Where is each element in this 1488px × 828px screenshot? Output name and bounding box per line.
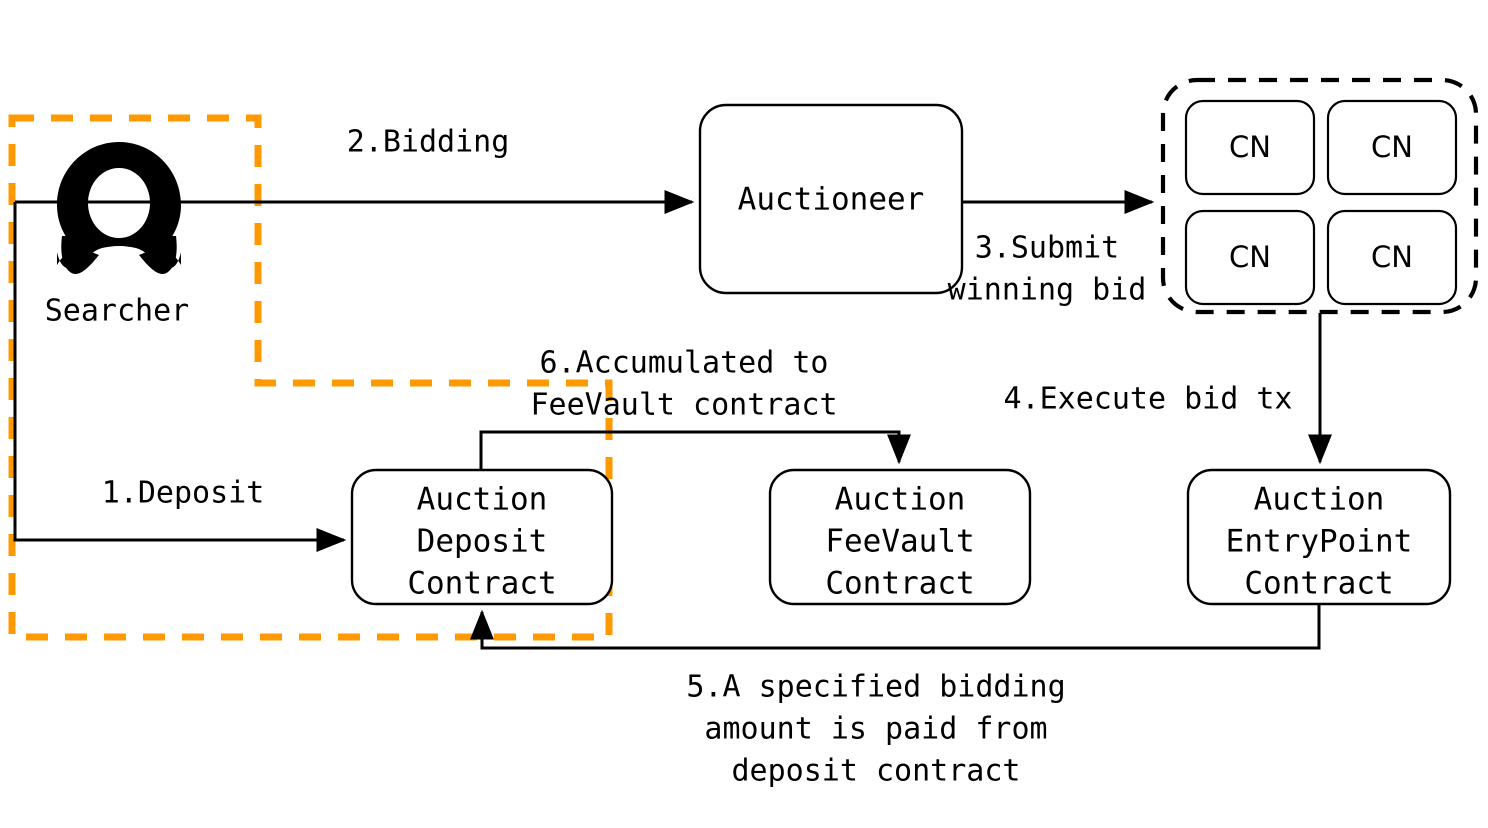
cn-node-3[interactable] — [1184, 209, 1316, 306]
edge-deposit-label: 1.Deposit — [102, 476, 265, 511]
node-auction-entrypoint-contract-line1: Auction — [1254, 482, 1385, 518]
edge-submit-winning-bid-label-line1: 3.Submit — [975, 231, 1120, 266]
node-auction-entrypoint-contract-line3: Contract — [1244, 566, 1393, 602]
edge-bidding-label: 2.Bidding — [347, 125, 510, 160]
node-auction-deposit-contract-line2: Deposit — [417, 524, 548, 560]
cn-node-1[interactable] — [1184, 99, 1316, 196]
cn-node-2[interactable] — [1326, 99, 1458, 196]
edge-accumulated-to-feevault-label-line1: 6.Accumulated to — [540, 346, 829, 381]
edge-accumulated-to-feevault-line — [479, 430, 911, 470]
edge-accumulated-to-feevault-label-line2: FeeVault contract — [530, 388, 837, 423]
node-auction-feevault-contract-line1: Auction — [835, 482, 966, 518]
node-auction-deposit-contract-line3: Contract — [407, 566, 556, 602]
edge-paid-from-deposit-label-line1: 5.A specified bidding — [686, 670, 1065, 705]
searcher-label: Searcher — [45, 294, 190, 329]
node-auction-entrypoint-contract-line2: EntryPoint — [1226, 524, 1413, 560]
node-auction-deposit-contract-line1: Auction — [417, 482, 548, 518]
edge-paid-from-deposit-label-line2: amount is paid from — [704, 712, 1047, 747]
node-auction-feevault-contract-line3: Contract — [825, 566, 974, 602]
node-auction-feevault-contract-line2: FeeVault — [825, 524, 974, 560]
node-auction-deposit-contract[interactable] — [350, 468, 614, 606]
edge-deposit-line — [13, 202, 347, 552]
consensus-node-cluster — [1160, 77, 1479, 315]
edge-execute-bid-tx-label: 4.Execute bid tx — [1004, 382, 1293, 417]
cn-node-4[interactable] — [1326, 209, 1458, 306]
node-auctioneer-label: Auctioneer — [738, 182, 925, 218]
edge-paid-from-deposit-label-line3: deposit contract — [732, 754, 1021, 789]
node-auctioneer[interactable] — [698, 103, 964, 295]
cn-node-4-label: CN — [1371, 240, 1413, 274]
person-avatar-icon — [57, 142, 181, 274]
cn-node-3-label: CN — [1229, 240, 1271, 274]
node-auction-feevault-contract[interactable] — [768, 468, 1032, 606]
edge-paid-from-deposit-line — [470, 604, 1321, 650]
searcher-scope-region — [8, 114, 613, 641]
cn-node-1-label: CN — [1229, 130, 1271, 164]
cn-node-2-label: CN — [1371, 130, 1413, 164]
edge-submit-winning-bid-label-line2: winning bid — [948, 273, 1147, 308]
